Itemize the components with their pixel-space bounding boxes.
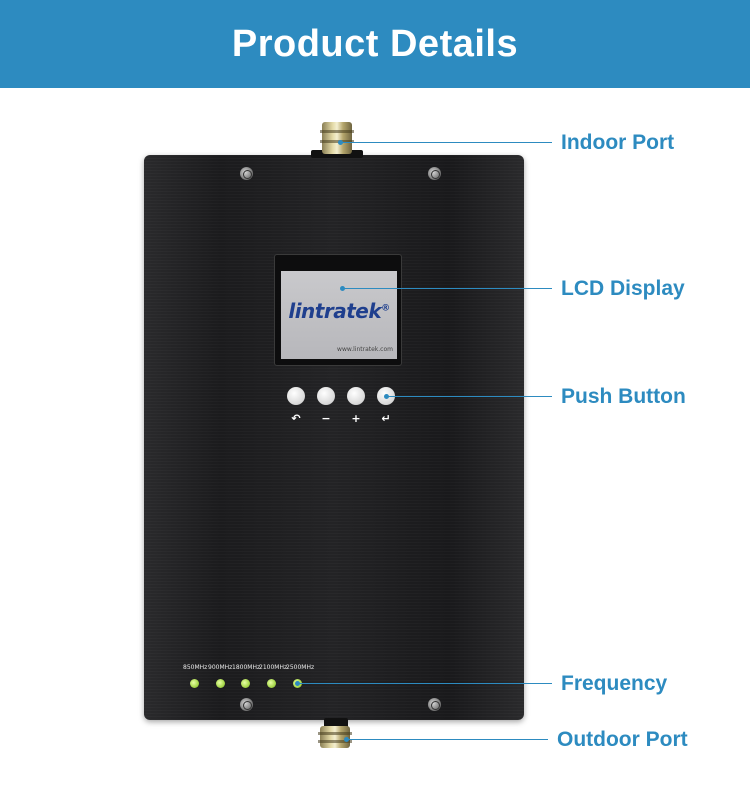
minus-button[interactable]: [317, 387, 335, 405]
lcd-display-callout-dot: [340, 286, 345, 291]
outdoor-port-base: [324, 718, 348, 728]
outdoor-port-callout-line: [348, 739, 548, 740]
outdoor-port-callout-dot: [344, 737, 349, 742]
indoor-port-callout-dot: [338, 140, 343, 145]
frequency-callout-line: [299, 683, 552, 684]
frequency-label-900: 900MHz: [208, 664, 233, 671]
screw-top-right: [428, 167, 441, 180]
enter-icon: ↵: [381, 412, 391, 425]
header-banner: Product Details: [0, 0, 750, 88]
signal-booster-device: [144, 155, 524, 720]
indoor-port-base: [311, 150, 363, 158]
screw-top-left: [240, 167, 253, 180]
back-icon: ↶: [291, 412, 301, 425]
lcd-display-callout-line: [344, 288, 552, 289]
push-button-callout-dot: [384, 394, 389, 399]
outdoor-port-connector: [318, 726, 352, 748]
lcd-display: lintratek® www.lintratek.com: [274, 254, 402, 366]
page-title: Product Details: [231, 22, 519, 65]
back-button[interactable]: [287, 387, 305, 405]
plus-icon: +: [351, 412, 361, 425]
frequency-callout-dot: [295, 681, 300, 686]
frequency-label: Frequency: [561, 672, 668, 695]
indoor-port-connector: [320, 122, 354, 154]
screw-bottom-right: [428, 698, 441, 711]
frequency-led-900: [216, 679, 225, 688]
frequency-led-850: [190, 679, 199, 688]
brand-url: www.lintratek.com: [337, 346, 393, 353]
frequency-led-2100: [267, 679, 276, 688]
push-button-callout-line: [388, 396, 552, 397]
frequency-label-2100: 2100MHz: [259, 664, 288, 671]
push-button-label: Push Button: [561, 385, 686, 408]
frequency-led-1800: [241, 679, 250, 688]
screw-bottom-left: [240, 698, 253, 711]
lcd-screen: lintratek® www.lintratek.com: [281, 271, 397, 359]
outdoor-port-label: Outdoor Port: [557, 728, 688, 751]
frequency-label-2500: 2500MHz: [286, 664, 315, 671]
lcd-display-label: LCD Display: [561, 277, 685, 300]
indoor-port-label: Indoor Port: [561, 131, 675, 154]
brand-logo: lintratek®: [288, 299, 390, 323]
plus-button[interactable]: [347, 387, 365, 405]
indoor-port-callout-line: [342, 142, 552, 143]
frequency-label-1800: 1800MHz: [232, 664, 261, 671]
frequency-label-850: 850MHz: [183, 664, 208, 671]
minus-icon: −: [321, 412, 331, 425]
